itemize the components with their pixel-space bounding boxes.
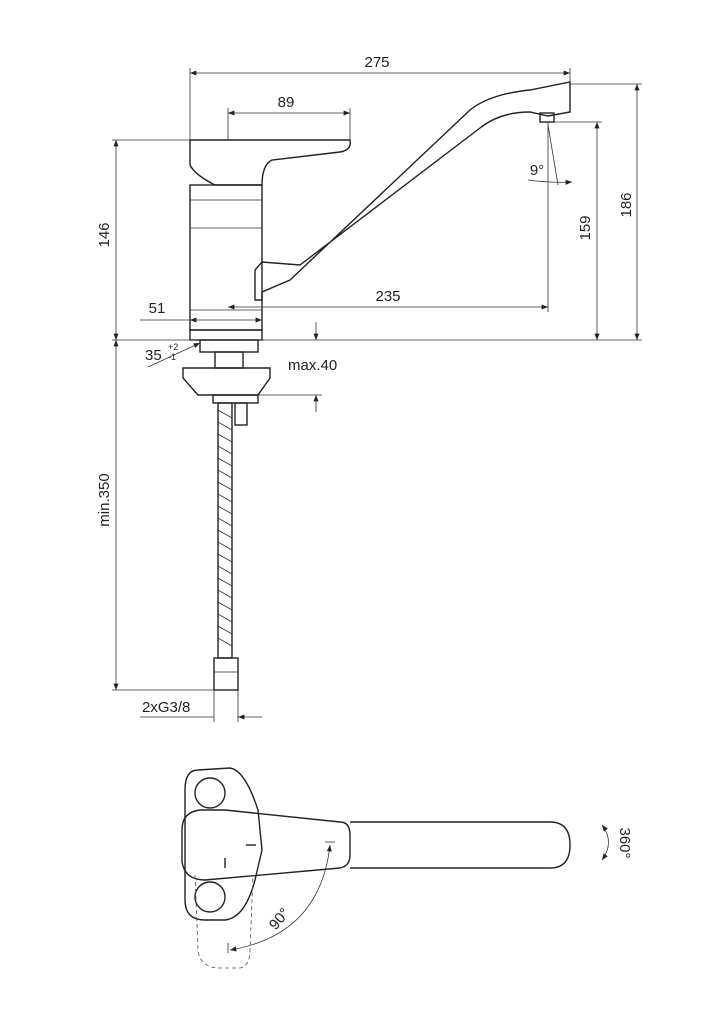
base-plate (184, 767, 263, 921)
dim-275: 275 (364, 54, 389, 71)
handle-rotated-outline (194, 874, 254, 969)
dim-35-tol-minus: -1 (168, 352, 176, 362)
dim-146: 146 (96, 222, 113, 247)
dim-90-deg: 90° (266, 905, 294, 933)
dimension-labels: 275 89 9° 186 159 146 235 51 35 +2 -1 ma… (96, 54, 635, 933)
dim-9-deg: 9° (530, 162, 544, 179)
dim-35-tol-plus: +2 (168, 342, 178, 352)
faucet-side-view (182, 81, 571, 691)
dim-max40: max.40 (288, 357, 337, 374)
faucet-body (189, 184, 263, 331)
dim-186: 186 (618, 192, 635, 217)
dim-159: 159 (577, 215, 594, 240)
spout (254, 81, 571, 301)
dim-235: 235 (375, 288, 400, 305)
faucet-handle (189, 139, 351, 186)
spout-top (350, 821, 571, 869)
hose-fitting (213, 657, 239, 691)
dim-35: 35 (145, 347, 162, 364)
dim-89: 89 (278, 94, 295, 111)
dim-360-deg: 360° (616, 827, 633, 858)
faucet-top-view (181, 767, 609, 969)
dim-min350: min.350 (96, 473, 113, 526)
mounting-flange (182, 367, 271, 396)
dim-51: 51 (149, 300, 166, 317)
aerator (539, 112, 555, 123)
dim-connection: 2xG3/8 (142, 699, 190, 716)
handle-top (181, 809, 351, 881)
dimension-lines (112, 68, 642, 722)
